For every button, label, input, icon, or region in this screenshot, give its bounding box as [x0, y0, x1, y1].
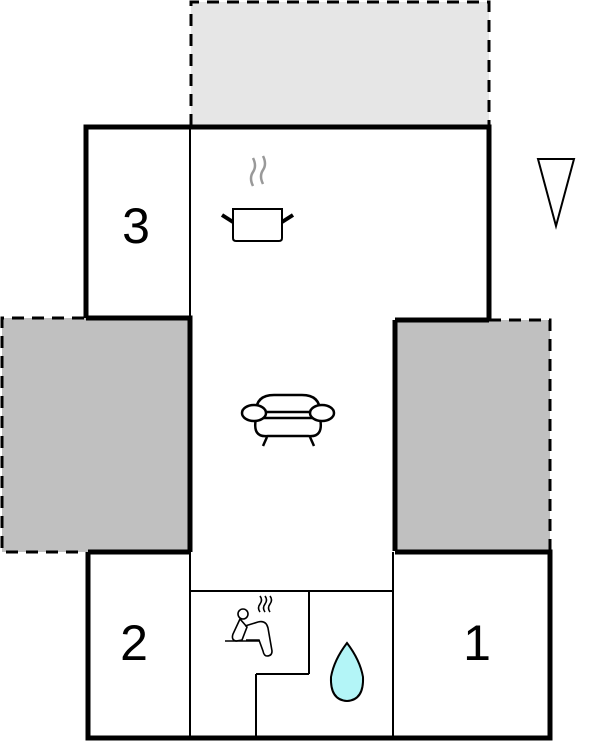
exterior-walls — [83, 124, 553, 741]
interior-walls — [189, 126, 394, 738]
water-drop-icon — [329, 641, 365, 703]
terrace-top — [189, 0, 491, 126]
sofa-icon — [240, 393, 336, 447]
room-label-1: 1 — [463, 615, 491, 671]
room-label-3: 3 — [122, 198, 150, 254]
cooking-pot-icon — [220, 155, 295, 242]
sauna-icon — [225, 595, 273, 657]
terrace-left — [0, 316, 190, 554]
north-arrow-icon — [536, 158, 576, 230]
room-label-2: 2 — [120, 615, 148, 671]
terrace-right — [395, 318, 552, 551]
